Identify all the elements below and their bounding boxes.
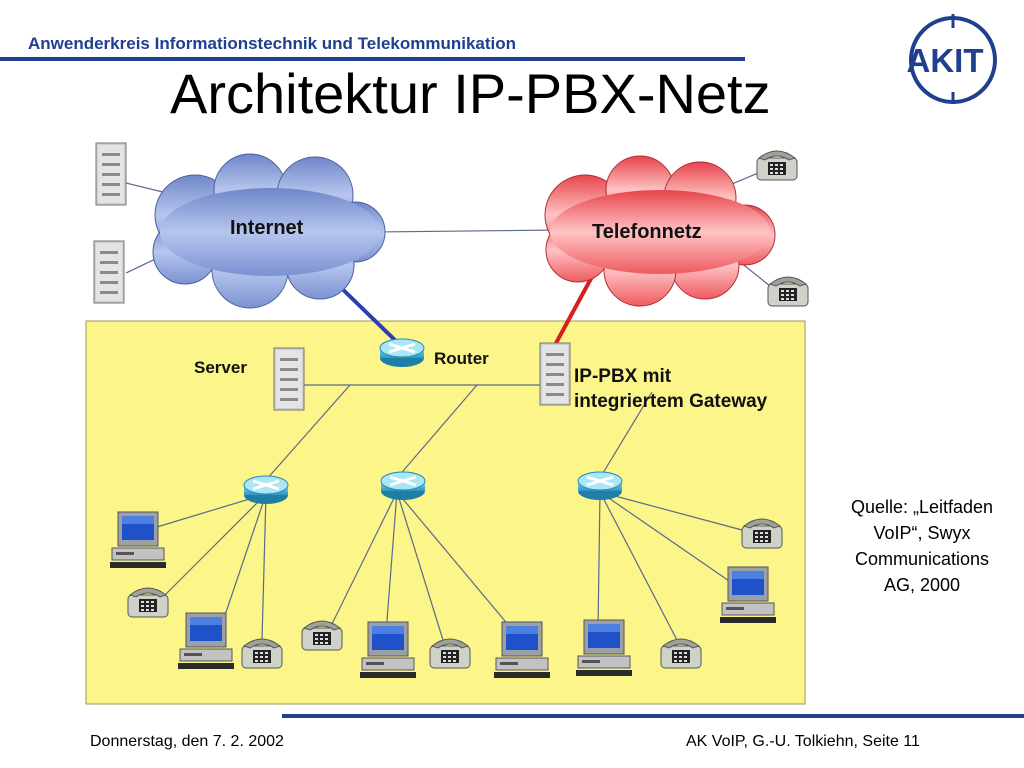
- router-label: Router: [434, 349, 489, 368]
- telephone-network-cloud: Telefonnetz: [544, 155, 776, 307]
- internet-label: Internet: [230, 217, 304, 239]
- lan-server-icon: [273, 347, 305, 411]
- switch-icon: [379, 470, 427, 502]
- workstation-icon: [359, 621, 417, 679]
- footer-date: Donnerstag, den 7. 2. 2002: [90, 733, 284, 750]
- telephone-network-label: Telefonnetz: [592, 221, 702, 243]
- ip-pbx-label-line2: integriertem Gateway: [574, 391, 768, 412]
- router-icon: [378, 337, 426, 369]
- footer-credit: AK VoIP, G.-U. Tolkiehn, Seite 11: [686, 733, 920, 750]
- telephone-icon: [756, 150, 798, 181]
- header-rule: [0, 57, 745, 61]
- akit-logo-text: AKIT: [907, 42, 984, 79]
- footer-rule: [282, 714, 1024, 718]
- akit-logo: AKIT: [907, 14, 997, 104]
- telephone-icon: [241, 638, 283, 669]
- internet-server-icon: [95, 142, 127, 206]
- server-label: Server: [194, 358, 247, 377]
- source-note-line: Quelle: „Leitfaden: [850, 497, 994, 517]
- source-note-line: AG, 2000: [883, 575, 961, 595]
- ip-pbx-icon: [539, 342, 571, 406]
- telephone-icon: [741, 518, 783, 549]
- telephone-icon: [767, 276, 809, 307]
- workstation-icon: [177, 612, 235, 670]
- workstation-icon: [493, 621, 551, 679]
- ip-pbx-label-line1: IP-PBX mit: [574, 366, 672, 387]
- page-title: Architektur IP-PBX-Netz: [170, 62, 771, 125]
- telephone-icon: [301, 620, 343, 651]
- switch-icon: [576, 470, 624, 502]
- workstation-icon: [109, 511, 167, 569]
- telephone-icon: [429, 638, 471, 669]
- telephone-icon: [660, 638, 702, 669]
- workstation-icon: [575, 619, 633, 677]
- organization-name: Anwenderkreis Informationstechnik und Te…: [28, 34, 517, 53]
- internet-cloud: Internet: [152, 153, 386, 309]
- workstation-icon: [719, 566, 777, 624]
- source-note: Quelle: „Leitfaden VoIP“, Swyx Communica…: [826, 494, 1018, 598]
- telephone-icon: [127, 587, 169, 618]
- source-note-line: Communications: [854, 549, 990, 569]
- switch-icon: [242, 474, 290, 506]
- source-note-line: VoIP“, Swyx: [873, 523, 971, 543]
- internet-server-icon: [93, 240, 125, 304]
